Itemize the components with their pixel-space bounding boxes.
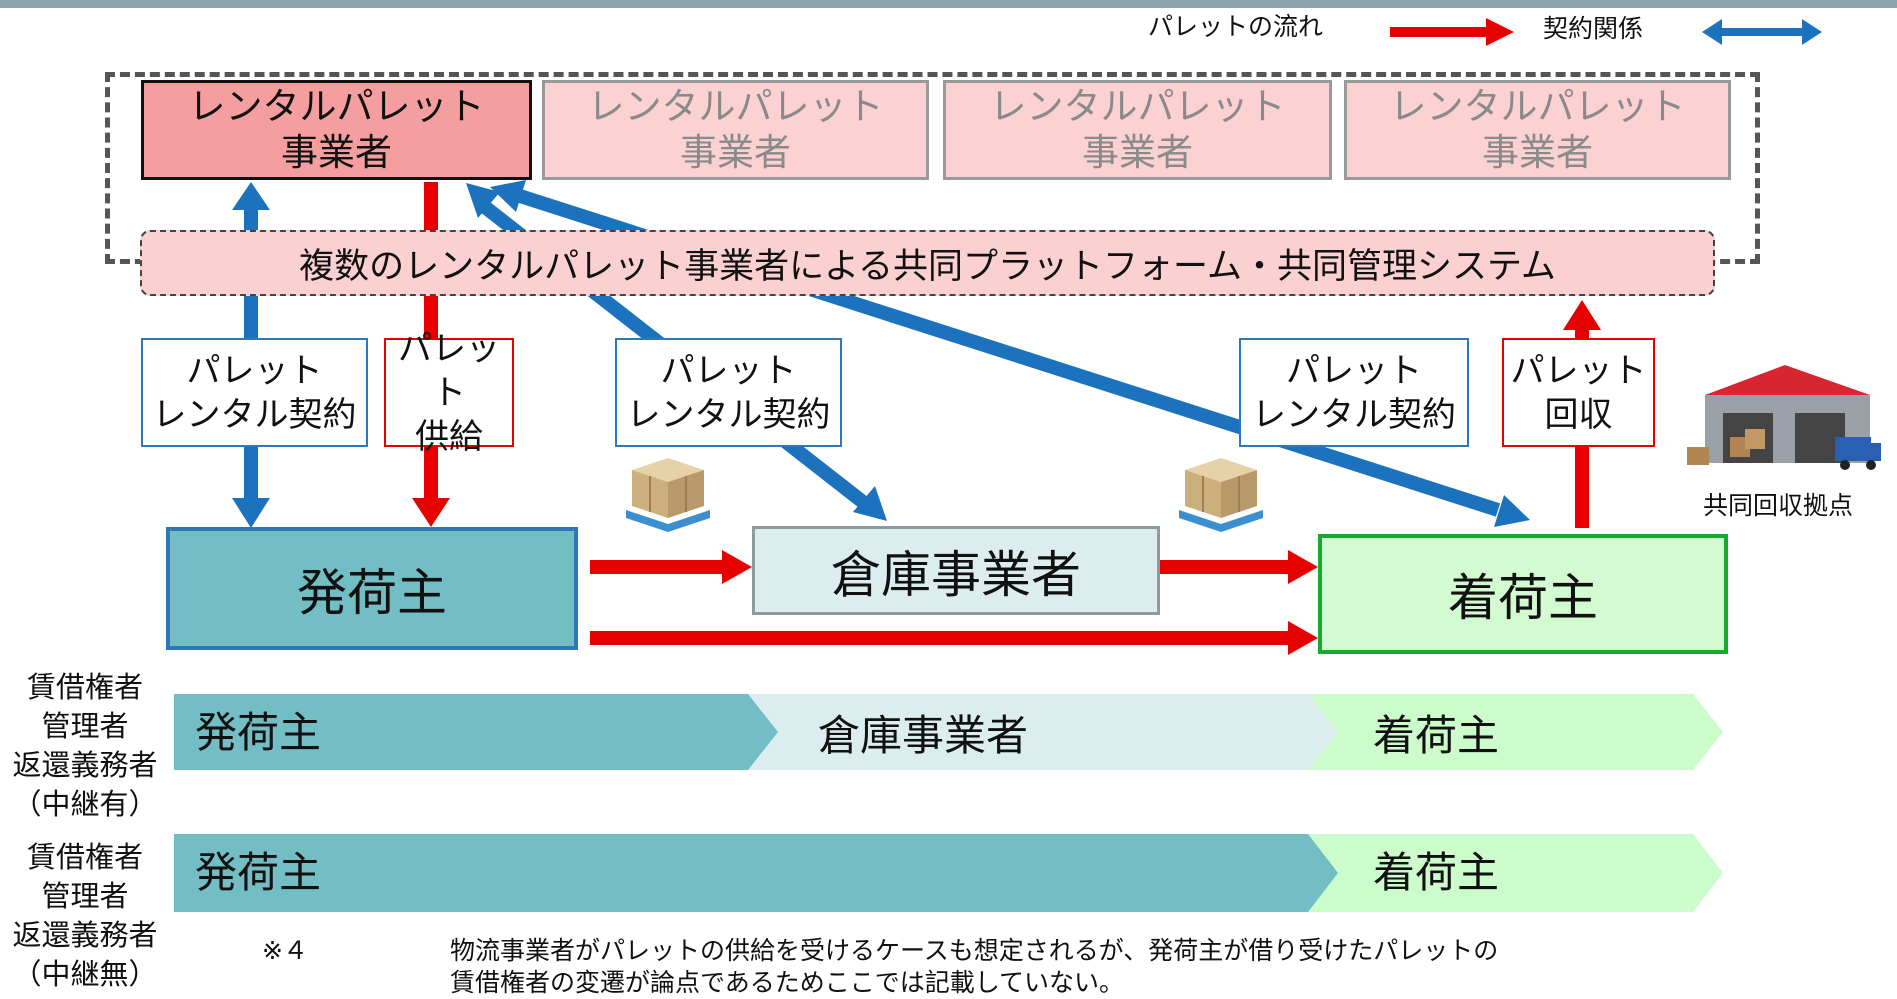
contract-label-shipper: パレット レンタル契約 <box>141 338 368 447</box>
band-consignee-direct <box>1308 834 1723 912</box>
role-line: 管理者 <box>41 709 129 743</box>
flow-shipper-to-warehouse <box>590 550 752 584</box>
band-shipper-label: 発荷主 <box>195 848 322 897</box>
label-line2: 回収 <box>1544 394 1613 435</box>
operator-label-line2: 事業者 <box>1482 131 1593 174</box>
rental-operator-primary: レンタルパレット 事業者 <box>141 80 532 180</box>
operator-label-line1: レンタルパレット <box>587 85 884 128</box>
operator-label-line1: レンタルパレット <box>989 85 1286 128</box>
label-line1: パレット <box>186 350 323 391</box>
note-line2: 賃借権者の変遷が論点であるためここでは記載していない。 <box>450 968 1125 997</box>
label-line1: パレット <box>1510 350 1647 391</box>
band-shipper-direct <box>174 834 1340 912</box>
band-shipper-label: 発荷主 <box>195 708 322 757</box>
operator-label-line2: 事業者 <box>1082 131 1193 174</box>
shared-platform-bar: 複数のレンタルパレット事業者による共同プラットフォーム・共同管理システム <box>140 230 1715 296</box>
collection-point-label: 共同回収拠点 <box>1703 491 1854 520</box>
role-line: （中継有） <box>12 787 158 821</box>
band-consignee-relay <box>1308 694 1723 770</box>
row-role-label-relay: 賃借権者 管理者 返還義務者 （中継有） <box>5 668 165 824</box>
label-line2: レンタル契約 <box>152 394 357 435</box>
legend-flow-arrow <box>1390 18 1514 46</box>
contract-label-warehouse: パレット レンタル契約 <box>615 338 842 447</box>
band-warehouse-label: 倉庫事業者 <box>818 711 1029 760</box>
contract-label-consignee: パレット レンタル契約 <box>1239 338 1469 447</box>
warehouse-icon <box>1687 365 1881 470</box>
collect-label: パレット 回収 <box>1502 338 1655 447</box>
note-line1: 物流事業者がパレットの供給を受けるケースも想定されるが、発荷主が借り受けたパレッ… <box>450 936 1499 965</box>
platform-label: 複数のレンタルパレット事業者による共同プラットフォーム・共同管理システム <box>299 246 1556 287</box>
label-line2: レンタル契約 <box>1252 394 1456 435</box>
legend-contract-arrow <box>1702 19 1822 45</box>
role-line: 返還義務者 <box>12 918 158 952</box>
pallet-cargo-icon <box>1179 458 1263 532</box>
rental-operator-2: レンタルパレット 事業者 <box>542 80 929 180</box>
role-line: （中継無） <box>12 957 158 991</box>
note-mark: ※４ <box>262 936 308 965</box>
legend-contract-label: 契約関係 <box>1543 14 1644 43</box>
legend-flow-label: パレットの流れ <box>1148 12 1324 41</box>
rental-operator-4: レンタルパレット 事業者 <box>1344 80 1731 180</box>
shipper-label: 発荷主 <box>297 563 447 622</box>
band-shipper-relay <box>174 694 780 770</box>
top-rule <box>0 0 1897 8</box>
warehouse-label: 倉庫事業者 <box>831 545 1081 604</box>
supply-label: パレット 供給 <box>384 329 514 457</box>
flow-warehouse-to-consignee <box>1160 550 1318 584</box>
pallet-cargo-icon <box>626 458 710 532</box>
row-role-label-direct: 賃借権者 管理者 返還義務者 （中継無） <box>5 838 165 994</box>
operator-label-line2: 事業者 <box>680 131 791 174</box>
role-line: 管理者 <box>41 879 129 913</box>
warehouse-operator-box: 倉庫事業者 <box>752 526 1160 615</box>
label-line1: パレット <box>398 328 500 413</box>
consignee-label: 着荷主 <box>1448 569 1598 627</box>
shipper-box: 発荷主 <box>166 527 578 650</box>
role-line: 返還義務者 <box>12 748 158 782</box>
band-consignee-label: 着荷主 <box>1373 848 1500 897</box>
flow-shipper-to-consignee <box>590 621 1318 655</box>
operator-label-line2: 事業者 <box>281 131 392 174</box>
rental-operator-3: レンタルパレット 事業者 <box>943 80 1332 180</box>
label-line2: レンタル契約 <box>626 394 831 435</box>
band-warehouse-relay <box>748 694 1340 770</box>
label-line1: パレット <box>660 350 797 391</box>
role-line: 賃借権者 <box>26 840 143 874</box>
operator-label-line1: レンタルパレット <box>188 85 485 128</box>
consignee-box: 着荷主 <box>1318 534 1728 654</box>
operator-label-line1: レンタルパレット <box>1389 85 1686 128</box>
band-consignee-label: 着荷主 <box>1373 711 1500 760</box>
role-line: 賃借権者 <box>26 670 143 704</box>
label-line2: 供給 <box>415 416 483 457</box>
label-line1: パレット <box>1286 350 1422 391</box>
